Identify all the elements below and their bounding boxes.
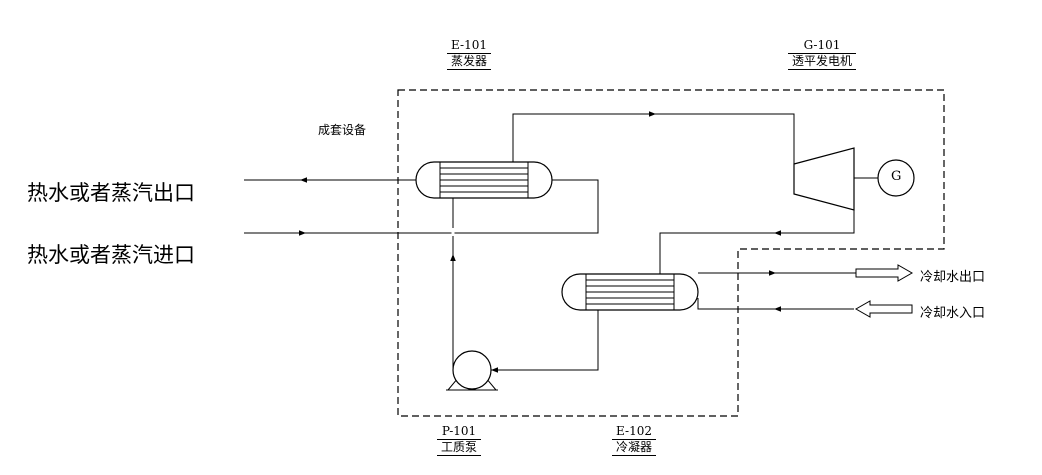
generator-name: 透平发电机 — [788, 54, 857, 70]
package-label: 成套设备 — [318, 123, 367, 137]
hot-outlet-label: 热水或者蒸汽出口 — [27, 181, 195, 205]
condenser-id: E-102 — [612, 424, 657, 440]
condenser-tag: E-102 冷凝器 — [612, 424, 657, 456]
condenser-name: 冷凝器 — [612, 440, 657, 456]
pump-tag: P-101 工质泵 — [437, 424, 482, 456]
hot-inlet-line — [244, 179, 599, 234]
cooling-outlet-arrow — [855, 264, 914, 282]
evaporator-name: 蒸发器 — [447, 54, 492, 70]
pump-id: P-101 — [437, 424, 482, 440]
pump-symbol — [446, 350, 498, 391]
cooling-inlet-label: 冷却水入口 — [920, 306, 986, 321]
generator-tag: G-101 透平发电机 — [788, 38, 857, 70]
turbine-symbol — [793, 147, 855, 211]
generator-symbol-label: G — [891, 169, 902, 184]
evaporator-symbol — [415, 161, 553, 199]
cooling-inlet-line — [697, 298, 854, 310]
cooling-outlet-label: 冷却水出口 — [920, 270, 986, 285]
generator-symbol — [877, 159, 915, 197]
cooling-inlet-arrow — [854, 300, 913, 318]
hot-inlet-label: 热水或者蒸汽进口 — [27, 243, 195, 267]
exhaust-line — [659, 210, 855, 274]
generator-id: G-101 — [788, 38, 857, 54]
evaporator-id: E-101 — [447, 38, 492, 54]
pump-name: 工质泵 — [437, 440, 482, 456]
condenser-symbol — [561, 273, 699, 311]
package-boundary — [397, 89, 945, 417]
vapor-line — [512, 113, 795, 164]
evaporator-tag: E-101 蒸发器 — [447, 38, 492, 70]
condensate-line — [491, 310, 599, 371]
